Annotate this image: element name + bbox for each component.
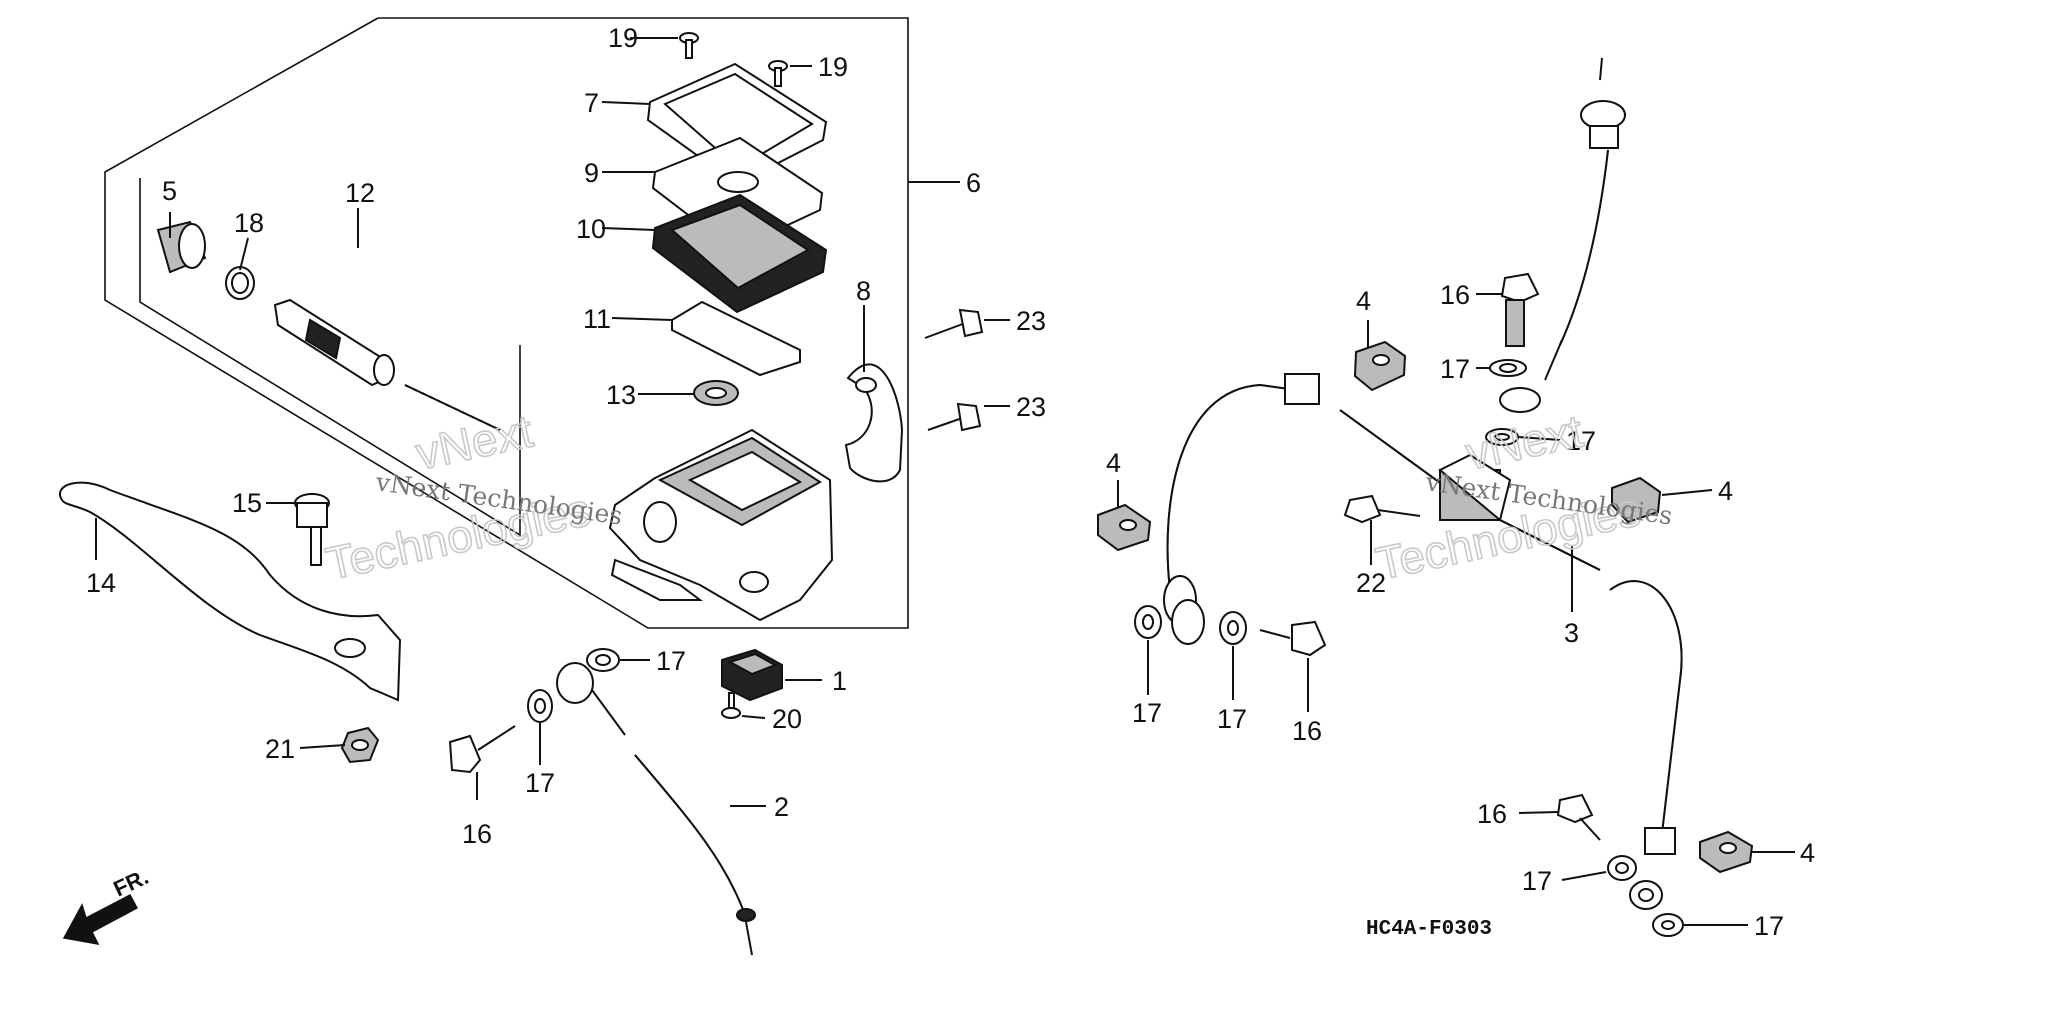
callout-17-lower-a: 17: [1522, 866, 1552, 896]
brake-hose-left-loop-part: [1163, 373, 1320, 645]
leader-lines: [95, 37, 1795, 956]
watermark-left: vNext Technologies vNext Technologies: [320, 404, 624, 591]
callout-17-loop-a: 17: [1132, 698, 1162, 728]
callout-17-upper-right: 17: [1440, 354, 1470, 384]
callout-17-left-upper: 17: [656, 646, 686, 676]
callout-23-upper: 23: [1016, 306, 1046, 336]
hose-clamp-lower-part: [1699, 830, 1754, 874]
callout-12: 12: [345, 178, 375, 208]
oil-bolt-upper-right-part: [1500, 272, 1540, 347]
callout-9: 9: [584, 158, 599, 188]
sealing-washer-left-lower-part: [527, 689, 553, 723]
sealing-washer-left-loop-a-part: [1134, 605, 1162, 639]
brake-hose-top-part: [1499, 57, 1626, 413]
callout-4-left: 4: [1106, 448, 1121, 478]
sealing-washer-lower-a-part: [1607, 855, 1637, 881]
callout-8: 8: [856, 276, 871, 306]
callout-labels: 19 19 7 9 10 11 13 6 8 23 23 5 18 12 15 …: [86, 23, 1815, 941]
callout-22: 22: [1356, 568, 1386, 598]
sealing-washer-lower-b-part: [1652, 913, 1684, 937]
callout-15: 15: [232, 488, 262, 518]
piston-part: [273, 298, 395, 387]
front-direction-arrow: FR.: [62, 864, 153, 945]
oil-bolt-middle-part: [1259, 620, 1327, 657]
sealing-washer-left-upper-part: [586, 648, 620, 672]
callout-16-left: 16: [462, 819, 492, 849]
brake-hose-right-loop-part: [1609, 580, 1683, 910]
callout-7: 7: [584, 88, 599, 118]
callout-20: 20: [772, 704, 802, 734]
watermark-right-line1: vNext: [1461, 404, 1587, 479]
callout-23-lower: 23: [1016, 392, 1046, 422]
callout-19-top-left: 19: [608, 23, 638, 53]
holder-bolt-lower-part: [927, 402, 982, 432]
callout-16-lower-right: 16: [1477, 799, 1507, 829]
callout-11: 11: [583, 304, 611, 334]
screw-top-left-part: [679, 32, 699, 59]
callout-4-right: 4: [1718, 476, 1733, 506]
callout-5: 5: [162, 176, 177, 206]
callout-17-center: 17: [1566, 426, 1596, 456]
callout-17-left-lower: 17: [525, 768, 555, 798]
protector-plate-part: [671, 300, 801, 377]
joint-bolt-part: [1343, 494, 1421, 524]
stop-switch-part: [721, 648, 783, 702]
callout-2: 2: [774, 792, 789, 822]
switch-screw-part: [721, 692, 741, 719]
reservoir-cover-part: [646, 62, 828, 186]
callout-18: 18: [234, 208, 264, 238]
sealing-washer-left-loop-b-part: [1219, 611, 1247, 645]
callout-17-loop-b: 17: [1217, 704, 1247, 734]
callout-4-lower: 4: [1800, 838, 1815, 868]
three-way-joint-part: [1339, 409, 1601, 571]
brake-lever-part: [59, 481, 402, 702]
watermark-left-line1: vNext: [411, 404, 537, 479]
spring-part: [404, 384, 501, 431]
callout-3: 3: [1564, 618, 1579, 648]
callout-6: 6: [966, 168, 981, 198]
oil-bolt-left-part: [448, 725, 516, 774]
piston-set-group-outline: [139, 178, 521, 537]
holder-bolt-upper-part: [924, 308, 984, 339]
pivot-nut-part: [340, 726, 380, 764]
brake-hose-upper-part: [556, 662, 756, 922]
holder-clamp-part: [844, 363, 904, 483]
callout-16-middle: 16: [1292, 716, 1322, 746]
boot-part: [156, 220, 207, 274]
sealing-washer-upper-right-part: [1489, 359, 1527, 377]
oil-bolt-lower-right-part: [1556, 793, 1601, 841]
figure-code: HC4A-F0303: [1366, 918, 1492, 941]
callout-19-top-right: 19: [818, 52, 848, 82]
seal-part: [693, 380, 739, 406]
callout-13: 13: [606, 380, 636, 410]
front-direction-label: FR.: [110, 864, 153, 902]
pivot-bolt-part: [294, 493, 330, 566]
master-cylinder-body-part: [608, 428, 834, 622]
watermark-right: vNext Technologies vNext Technologies: [1370, 404, 1674, 591]
callout-16-upper-right: 16: [1440, 280, 1470, 310]
master-cylinder-group-outline: [104, 17, 909, 629]
callout-17-lower-b: 17: [1754, 911, 1784, 941]
callout-10: 10: [576, 214, 606, 244]
circlip-part: [225, 266, 255, 300]
hose-clamp-upper-part: [1353, 340, 1407, 392]
callout-21: 21: [265, 734, 295, 764]
callout-1: 1: [832, 666, 847, 696]
callout-4-upper: 4: [1356, 286, 1371, 316]
callout-14: 14: [86, 568, 116, 598]
hose-clamp-left-part: [1097, 503, 1152, 552]
hose-clamp-right-part: [1611, 476, 1662, 524]
screw-top-right-part: [768, 60, 788, 87]
diaphragm-part: [651, 193, 828, 314]
